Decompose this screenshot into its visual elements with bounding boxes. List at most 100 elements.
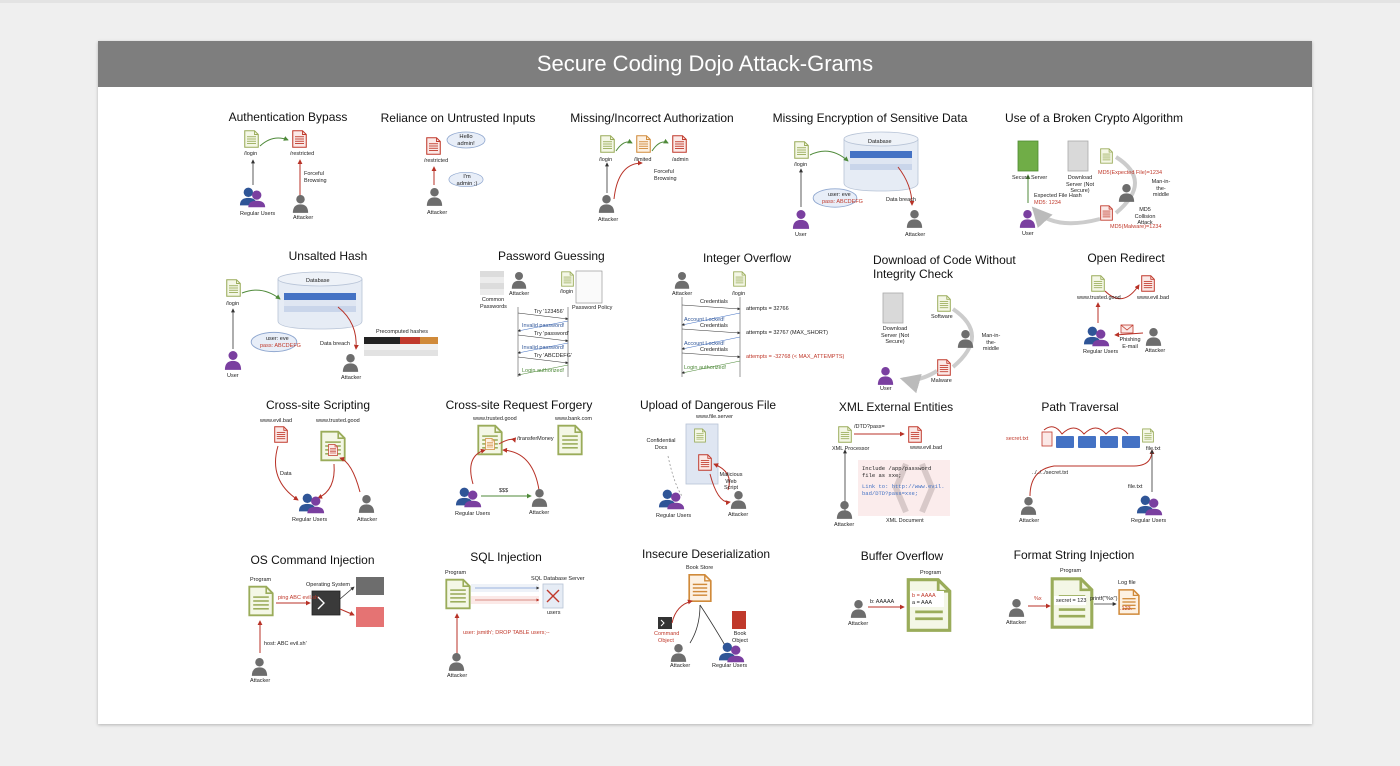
diagram-label: ping ABC evil.sh [278, 595, 319, 601]
user-icon [224, 351, 242, 370]
diagram-label: secret.txt [1006, 436, 1029, 442]
diagram-label: Attacker [834, 522, 855, 528]
program-icon [445, 578, 471, 610]
diagram-title: SQL Injection [470, 550, 542, 564]
diagram-label: Regular Users [1131, 518, 1167, 524]
diagram-label: /login [244, 151, 258, 157]
diagram-label: Regular Users [455, 511, 491, 517]
diagram-label: Attacker [1006, 620, 1027, 626]
user-icon [877, 367, 894, 385]
diagram-label: /login [794, 162, 808, 168]
diagram-label: host: ABC evil.sh' [264, 641, 307, 647]
diagram-label: User [880, 386, 892, 392]
diagram-label: $$$ [499, 488, 509, 494]
diagram-label: Account Locked! [684, 341, 725, 347]
diagram-download-without-integrity: Download of Code Without Integrity Check… [873, 253, 1033, 394]
login-page-icon [226, 279, 241, 297]
download-server-icon [882, 292, 904, 324]
diagram-graphics [850, 578, 952, 632]
regular-users-icon [239, 187, 266, 208]
folder-chain-icons [1056, 436, 1140, 448]
diagram-label: Attacker [529, 510, 550, 516]
diagram-graphics [1017, 140, 1137, 229]
diagram-label: Attacker [357, 517, 378, 523]
diagram-label: users [547, 610, 561, 616]
diagram-label: Attacker [1019, 518, 1040, 524]
bank-site-icon [557, 424, 583, 456]
diagram-label: /DTD?pass= [854, 424, 885, 430]
login-page-icon [733, 271, 746, 287]
diagram-label: Database [306, 278, 330, 284]
restricted-page-icon [426, 137, 441, 155]
secret-file-icon [1041, 431, 1053, 447]
diagram-label: Attacker [670, 663, 691, 669]
malware-file-icon [1100, 205, 1113, 221]
login-page-icon [244, 130, 259, 148]
diagram-xxe: XML External Entities /DTD?pass= www.evi… [826, 400, 966, 532]
diagram-graphics [1083, 275, 1162, 347]
diagram-title: Upload of Dangerous File [639, 398, 777, 412]
diagram-graphics [274, 426, 375, 514]
diagram-label: www.evil.bad [910, 445, 943, 451]
attacker-icon [426, 188, 443, 206]
download-server-icon [1067, 140, 1089, 172]
attacker-icon [1008, 599, 1025, 617]
diagram-label: user: jsmith'; DROP TABLE users;-- [463, 630, 550, 636]
user-icon [1019, 210, 1036, 228]
diagram-title: Integer Overflow [702, 251, 792, 265]
process-window-icon [356, 577, 384, 595]
diagram-label: Attacker [427, 210, 448, 216]
diagram-label: attempts = 32766 [746, 306, 789, 312]
diagram-cross-site-scripting: Cross-site Scripting www.evil.bad www.tr… [248, 398, 388, 528]
window-top-edge [0, 0, 1400, 3]
memory-buffer [910, 591, 944, 607]
slide: Secure Coding Dojo Attack-Grams Authenti… [98, 41, 1312, 724]
diagram-label: Attacker [1145, 348, 1166, 354]
diagram-label: Book Object [732, 631, 748, 644]
regular-users-icon [1136, 495, 1163, 516]
diagram-path-traversal: Path Traversal secret.txt file.txt ../..… [1000, 400, 1166, 528]
diagram-graphics [658, 423, 747, 510]
diagram-unsalted-hash: Unsalted Hash Datab [218, 249, 443, 384]
diagram-label: Regular Users [712, 663, 748, 669]
diagram-graphics [445, 578, 564, 671]
diagram-label: Attacker [509, 291, 530, 297]
diagram-label: Regular Users [240, 211, 276, 217]
diagram-label: Precomputed hashes [376, 329, 428, 335]
common-passwords-list [480, 271, 504, 295]
diagram-graphics [239, 130, 309, 213]
diagram-graphics [248, 577, 384, 676]
diagram-graphics [658, 573, 746, 663]
diagram-label: Book Store [686, 565, 714, 571]
diagram-format-string-injection: Format String Injection Program %x secre… [1004, 548, 1144, 668]
evil-site-icon [908, 426, 922, 443]
diagram-label: Include /app/password file as xxe; [862, 465, 932, 479]
diagram-label: a = AAA [912, 600, 933, 606]
diagram-label: Invalid password! [522, 323, 565, 329]
file-icon [694, 428, 706, 443]
diagram-label: Common Passwords [480, 297, 507, 310]
diagram-label: Login authorized! [684, 365, 727, 371]
forged-request-icon [485, 438, 495, 450]
diagram-label: MD5(Malware)=1234 [1110, 224, 1162, 230]
attacker-icon [292, 195, 309, 213]
diagram-graphics [1020, 426, 1163, 516]
diagram-label: .123. [1120, 606, 1133, 612]
diagram-integer-overflow: Integer Overflow Attacker /login Credent… [670, 251, 850, 386]
diagram-missing-encryption: Missing Encryption of Sensitive Data Dat… [770, 111, 970, 241]
diagram-graphics [1008, 577, 1140, 629]
diagram-label: Try '123456' [534, 309, 564, 315]
diagram-label: Password Policy [572, 305, 613, 311]
book-object-icon [732, 611, 746, 629]
diagram-label: /limited [634, 157, 652, 163]
trusted-site-icon [1091, 275, 1105, 292]
diagram-title: Reliance on Untrusted Inputs [380, 111, 536, 125]
diagram-csrf: Cross-site Request Forgery www.trusted.g… [443, 398, 595, 528]
restricted-page-icon [292, 130, 307, 148]
diagram-label: printf("%x") [1090, 596, 1118, 602]
user-icon [792, 210, 810, 229]
diagram-label: Attacker [598, 217, 619, 223]
diagram-label: Forceful Browsing [304, 171, 327, 184]
diagram-label: Regular Users [656, 513, 692, 519]
diagram-title: Missing Encryption of Sensitive Data [772, 111, 968, 125]
